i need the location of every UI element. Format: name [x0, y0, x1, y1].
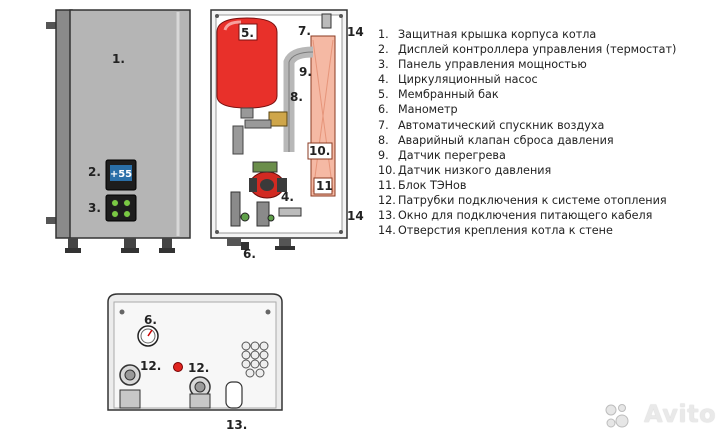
pipe-stub	[68, 238, 78, 250]
callout-14-bottom: 14	[347, 209, 364, 223]
power-switch	[111, 210, 119, 218]
legend-item: 6.Манометр	[378, 103, 458, 117]
legend-item: 10.Датчик низкого давления	[378, 163, 552, 177]
callout-9: 9.	[299, 65, 312, 79]
callout-14-top: 14	[347, 25, 364, 39]
callout-4: 4.	[281, 190, 294, 204]
cable-window	[225, 381, 243, 409]
callout-6: 6.	[243, 247, 256, 260]
callout-12-right: 12.	[188, 361, 209, 375]
boiler-front-view: 1. +55 2. 3.	[46, 9, 191, 253]
power-switch	[123, 199, 131, 207]
pipe-stub	[124, 238, 136, 250]
legend-item: 1.Защитная крышка корпуса котла	[378, 28, 597, 41]
legend-item: 5.Мембранный бак	[378, 88, 499, 102]
callout-3: 3.	[88, 201, 101, 215]
callout-11: 11	[316, 179, 333, 193]
callout-7: 7.	[298, 24, 311, 38]
power-control-panel	[105, 194, 137, 222]
parts-legend: 1.Защитная крышка корпуса котла 2.Диспле…	[378, 27, 713, 238]
air-vent	[321, 13, 332, 29]
power-switch	[123, 210, 131, 218]
callout-13: 13.	[226, 418, 247, 432]
legend-item: 14.Отверстия крепления котла к стене	[378, 224, 613, 238]
callout-2: 2.	[88, 165, 101, 179]
wall-bracket	[46, 217, 58, 224]
legend-item: 3.Панель управления мощностью	[378, 58, 587, 72]
callout-12-left: 12.	[140, 359, 161, 373]
legend-item: 2.Дисплей контроллера управления (термос…	[378, 43, 677, 57]
legend-item: 12.Патрубки подключения к системе отопле…	[378, 194, 667, 208]
pipe-stub	[162, 238, 172, 250]
callout-1: 1.	[112, 52, 125, 66]
membrane-tank	[216, 17, 278, 109]
legend-item: 8.Аварийный клапан сброса давления	[378, 133, 614, 147]
heating-element-block	[310, 35, 336, 197]
pipe-outlet	[227, 238, 241, 246]
cable-glands	[241, 341, 269, 378]
safety-valve	[268, 111, 288, 127]
callout-5: 5.	[241, 26, 254, 40]
legend-item: 13.Окно для подключения питающего кабеля	[378, 209, 653, 223]
power-indicator	[173, 362, 183, 372]
avito-watermark-text: Avito	[644, 400, 717, 428]
legend-item: 7.Автоматический спускник воздуха	[378, 118, 605, 132]
pipe-outlet	[279, 238, 291, 246]
power-switch	[111, 199, 119, 207]
avito-logo	[605, 404, 629, 428]
legend-item: 9.Датчик перегрева	[378, 148, 506, 162]
callout-6: 6.	[144, 313, 157, 327]
legend-item: 4.Циркуляционный насос	[378, 73, 538, 87]
display-value: +55	[110, 169, 132, 180]
callout-10: 10.	[309, 144, 330, 158]
callout-8: 8.	[290, 90, 303, 104]
legend-item: 11.Блок ТЭНов	[378, 178, 467, 192]
boiler-bottom-view: 6. 12. 12. 13.	[107, 293, 283, 432]
wall-bracket	[46, 22, 58, 29]
boiler-inside-view: 5. 7. 11 10. 9. 8. 4. 6. 14 14	[210, 9, 364, 260]
